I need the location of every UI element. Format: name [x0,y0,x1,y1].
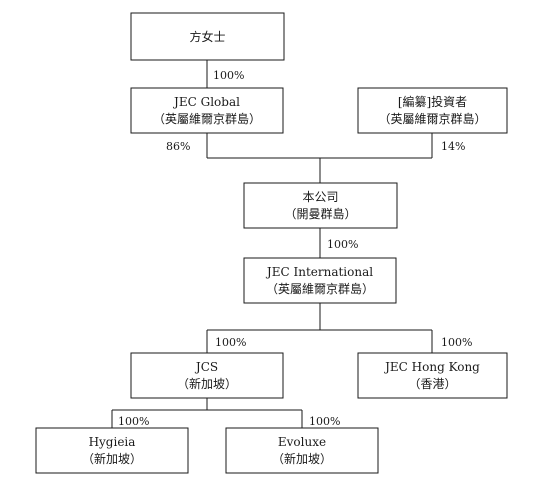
entity-box-frame [35,427,189,474]
entity-jurisdiction: （新加坡） [272,451,332,466]
entity-name: JEC Hong Kong [383,360,480,374]
entity-jurisdiction: （新加坡） [177,376,237,391]
connector-lines [111,60,433,428]
entity-box-frame [243,182,398,229]
entity-box-frame [130,352,284,399]
entity-box-jcs: JCS （新加坡） [130,352,284,399]
entity-box-frame [225,427,379,474]
entity-name: 本公司 [302,190,338,204]
entity-box-frame [130,12,285,61]
pct-investor-company: 14% [441,140,465,153]
entity-box-frame [357,352,508,399]
entity-jurisdiction: （英屬維爾京群島） [266,281,374,296]
entity-box-investor: [編纂]投資者 （英屬維爾京群島） [357,87,508,134]
entity-box-evoluxe: Evoluxe （新加坡） [225,427,379,474]
entity-name: Evoluxe [278,435,326,449]
entity-box-jec-hong-kong: JEC Hong Kong （香港） [357,352,508,399]
entity-box-frame [130,87,284,134]
entity-box-jec-international: JEC International （英屬維爾京群島） [243,257,397,304]
entity-name: JEC International [265,265,373,279]
entity-box-fang: 方女士 [130,12,285,61]
ownership-percentages: 100% 86% 14% 100% 100% 100% 100% 100% [118,69,472,428]
pct-jcs-hygieia: 100% [118,415,149,428]
entity-jurisdiction: （英屬維爾京群島） [378,111,486,126]
entity-name: Hygieia [89,435,136,449]
entity-box-company: 本公司 （開曼群島） [243,182,398,229]
pct-company-jec-international: 100% [327,238,358,251]
entity-box-frame [357,87,508,134]
pct-jec-international-jcs: 100% [215,336,246,349]
pct-jcs-evoluxe: 100% [309,415,340,428]
entity-jurisdiction: （開曼群島） [284,206,356,221]
pct-fang-jec-global: 100% [213,69,244,82]
entity-name: 方女士 [189,29,225,44]
entity-name: JCS [194,360,218,374]
entity-box-jec-global: JEC Global （英屬維爾京群島） [130,87,284,134]
entity-name: [編纂]投資者 [398,94,467,109]
entity-name: JEC Global [172,95,240,109]
entity-box-frame [243,257,397,304]
entity-box-hygieia: Hygieia （新加坡） [35,427,189,474]
entity-jurisdiction: （英屬維爾京群島） [153,111,261,126]
entity-jurisdiction: （新加坡） [82,451,142,466]
entity-jurisdiction: （香港） [408,377,456,391]
pct-jec-global-company: 86% [166,140,190,153]
pct-jec-international-jec-hong-kong: 100% [441,336,472,349]
